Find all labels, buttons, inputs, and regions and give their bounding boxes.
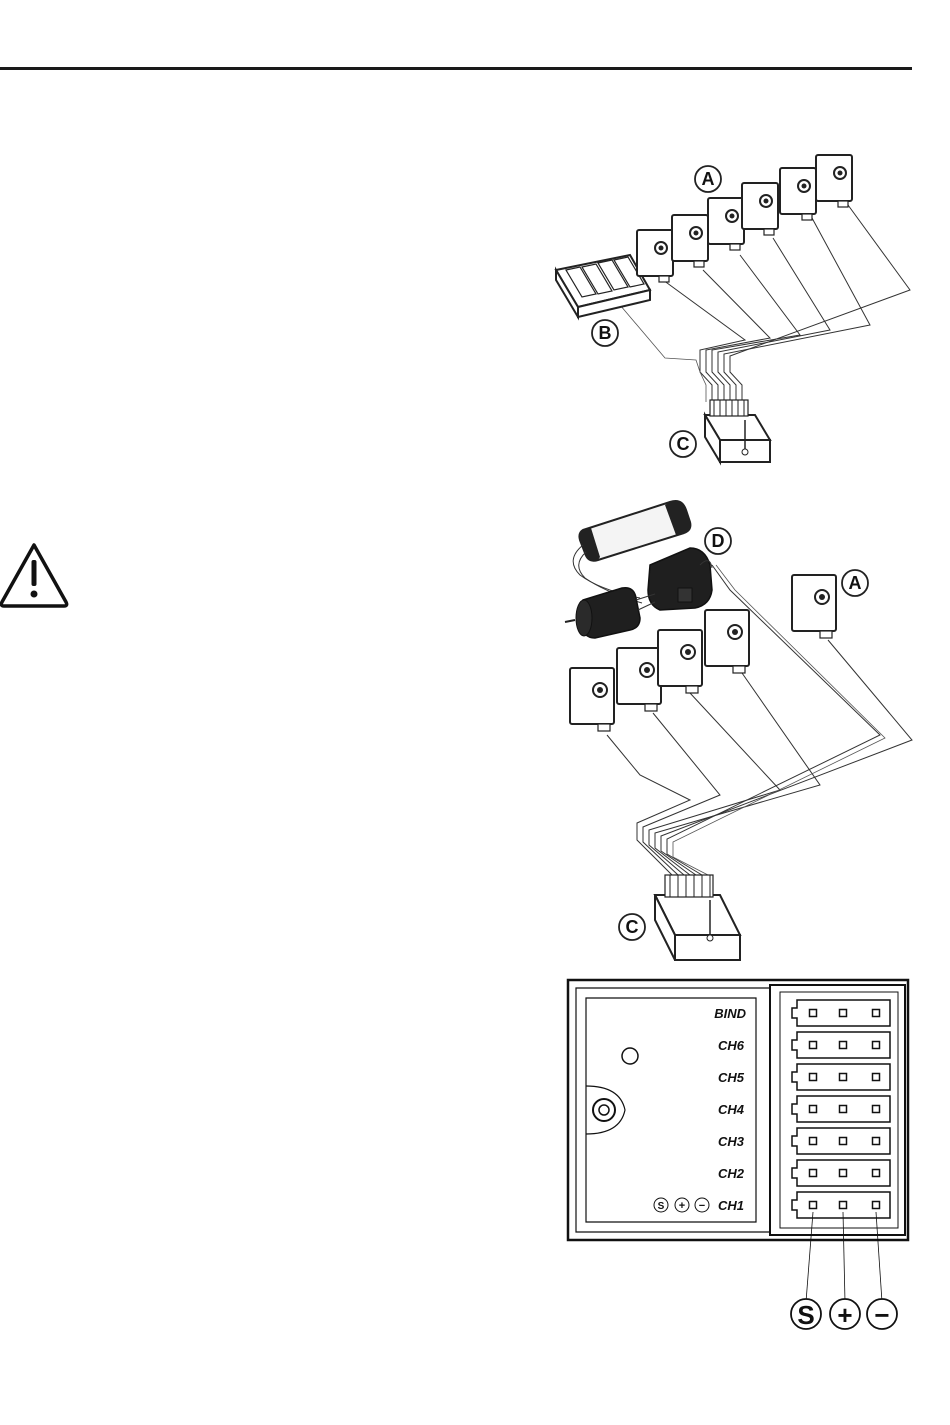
callout-c-label: C (626, 917, 639, 937)
warning-triangle-icon (1, 545, 66, 606)
port-row-ch4 (792, 1096, 890, 1122)
pin-negative (873, 1042, 880, 1049)
servo (708, 198, 744, 250)
pin-negative (873, 1170, 880, 1177)
legend-signal: S (797, 1300, 814, 1330)
servo (816, 155, 852, 207)
pin-positive (840, 1010, 847, 1017)
pin-positive (840, 1042, 847, 1049)
pin-positive (840, 1106, 847, 1113)
pin-negative (873, 1138, 880, 1145)
callout-b: B (592, 320, 618, 346)
callout-c: C (670, 431, 696, 457)
motor (565, 588, 655, 638)
pin-negative (873, 1010, 880, 1017)
pin-positive (840, 1202, 847, 1209)
port-label-ch1: CH1 (718, 1198, 744, 1213)
port-label-ch3: CH3 (718, 1134, 745, 1149)
port-row-ch1 (792, 1192, 890, 1218)
port-label-bind: BIND (714, 1006, 746, 1021)
pin-negative (873, 1074, 880, 1081)
port-label-ch5: CH5 (718, 1070, 745, 1085)
servo (637, 230, 673, 282)
receiver-unit (705, 400, 770, 462)
callout-c-label: C (677, 434, 690, 454)
small-symbol-minus: − (699, 1200, 705, 1212)
servo (617, 648, 661, 711)
pin-legend: S + − (791, 1299, 897, 1330)
battery-pack (556, 255, 650, 317)
servo (742, 183, 778, 235)
port-row-ch6 (792, 1032, 890, 1058)
callout-c: C (619, 914, 645, 940)
servo-wires (607, 565, 912, 875)
receiver-unit (655, 875, 740, 960)
pin-signal (810, 1170, 817, 1177)
small-symbol-plus: + (679, 1200, 685, 1212)
pin-signal (810, 1202, 817, 1209)
callout-a: A (842, 570, 868, 596)
port-label-ch4: CH4 (718, 1102, 745, 1117)
callout-d: D (705, 528, 731, 554)
pin-signal (810, 1010, 817, 1017)
diagram-receiver-esc: D A C (565, 501, 912, 960)
port-label-ch2: CH2 (718, 1166, 745, 1181)
port-row-ch2 (792, 1160, 890, 1186)
callout-b-label: B (599, 323, 612, 343)
port-row-ch3 (792, 1128, 890, 1154)
servo (780, 168, 816, 220)
pin-positive (840, 1138, 847, 1145)
pin-negative (873, 1106, 880, 1113)
pin-positive (840, 1170, 847, 1177)
servo (570, 668, 614, 731)
callout-a-label: A (849, 573, 862, 593)
receiver-pinout: BIND CH6 CH5 CH4 CH3 CH2 CH1 S + − S (568, 980, 908, 1330)
legend-negative: − (874, 1300, 889, 1330)
servo (672, 215, 708, 267)
pin-symbols-small: S + − (654, 1198, 709, 1212)
pin-signal (810, 1106, 817, 1113)
legend-positive: + (837, 1300, 852, 1330)
port-row-ch5 (792, 1064, 890, 1090)
led-indicator (622, 1048, 638, 1064)
small-symbol-s: S (658, 1201, 665, 1212)
pin-signal (810, 1042, 817, 1049)
servo (792, 575, 836, 638)
servo-row (637, 155, 852, 282)
diagram-receiver-battery: A B C (556, 155, 910, 462)
pin-signal (810, 1074, 817, 1081)
pin-positive (840, 1074, 847, 1081)
callout-d-label: D (712, 531, 725, 551)
esc-unit (648, 548, 712, 610)
port-rows (792, 1000, 890, 1218)
port-row-bind (792, 1000, 890, 1026)
pin-negative (873, 1202, 880, 1209)
servo (705, 610, 749, 673)
port-label-ch6: CH6 (718, 1038, 745, 1053)
pin-signal (810, 1138, 817, 1145)
servo (658, 630, 702, 693)
callout-a: A (695, 166, 721, 192)
callout-a-label: A (702, 169, 715, 189)
